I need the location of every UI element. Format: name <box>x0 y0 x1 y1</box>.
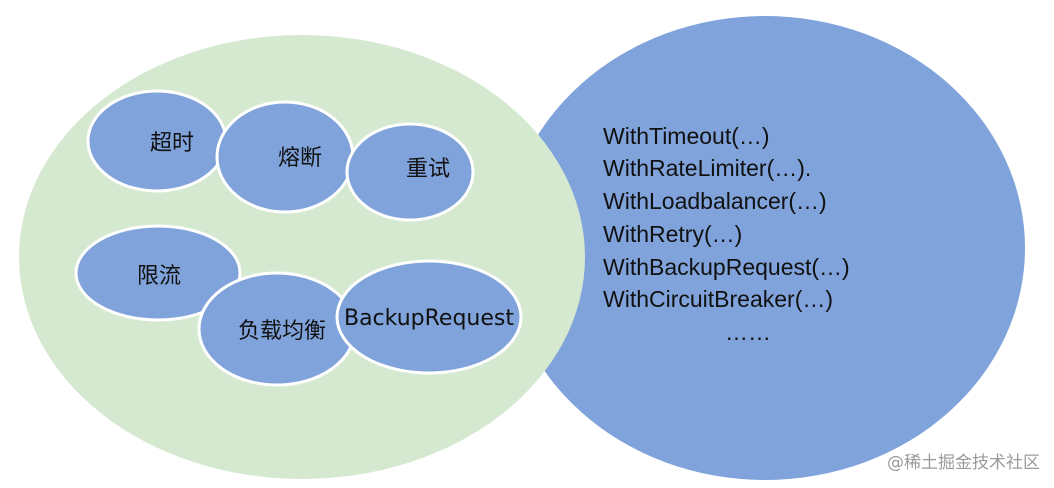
api-line: WithRateLimiter(…). <box>603 155 811 181</box>
api-line: WithCircuitBreaker(…) <box>603 286 833 312</box>
node-timeout-label: 超时 <box>150 131 194 156</box>
node-circuit-breaker-label: 熔断 <box>278 146 322 171</box>
node-retry-label: 重试 <box>406 157 450 182</box>
node-backup-request-bubble <box>335 259 523 375</box>
footer-attribution: @稀土掘金技术社区 <box>887 453 1040 473</box>
node-rate-limit-label: 限流 <box>137 264 181 289</box>
api-line: WithRetry(…) <box>603 221 742 247</box>
api-line: WithBackupRequest(…) <box>603 254 850 280</box>
node-backup-request-label: BackupRequest <box>344 306 514 331</box>
api-line: WithLoadbalancer(…) <box>603 188 827 214</box>
api-ellipsis: …… <box>725 319 771 345</box>
node-rate-limit-bubble <box>74 224 242 322</box>
node-load-balance-label: 负载均衡 <box>238 319 326 344</box>
node-retry-bubble <box>345 122 475 222</box>
api-line: WithTimeout(…) <box>603 123 770 149</box>
api-region <box>505 16 1025 480</box>
